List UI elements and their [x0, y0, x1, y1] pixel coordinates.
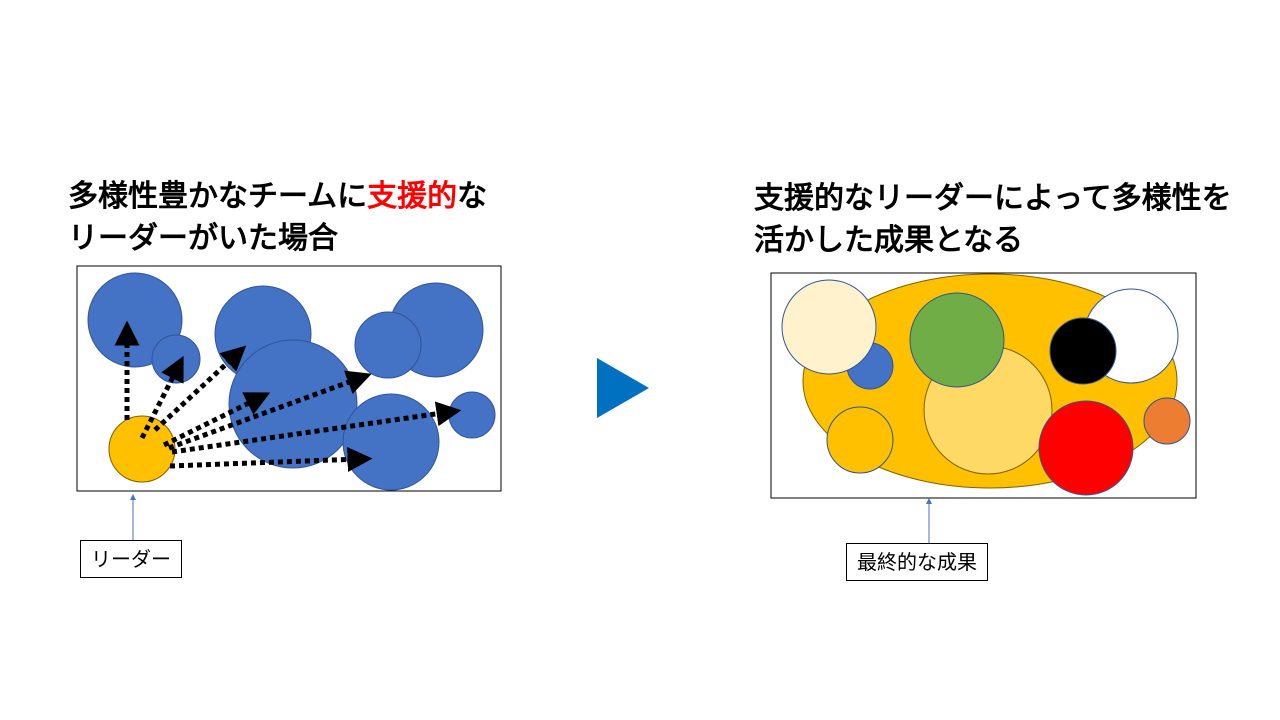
- right-title-line2: 活かした成果となる: [754, 223, 1024, 258]
- member-black-circle: [1049, 317, 1117, 385]
- leader-callout: リーダー: [80, 540, 182, 578]
- right-panel-title: 支援的なリーダーによって多様性を 活かした成果となる: [754, 178, 1232, 262]
- left-title-line1-pre: 多様性豊かなチームに: [68, 179, 368, 214]
- left-title-line2: リーダーがいた場合: [68, 221, 338, 256]
- left-title-emphasis: 支援的: [367, 179, 458, 214]
- play-triangle-icon: [597, 358, 649, 418]
- member-orange-circle: [1143, 397, 1191, 445]
- team-member-circle: [228, 339, 358, 469]
- team-member-circle: [342, 393, 440, 491]
- left-panel-title: 多様性豊かなチームに支援的な リーダーがいた場合: [68, 176, 487, 260]
- right-title-line1: 支援的なリーダーによって多様性を: [754, 181, 1232, 216]
- leader-circle: [108, 415, 176, 483]
- left-panel: [76, 265, 502, 540]
- result-callout: 最終的な成果: [846, 543, 988, 581]
- influence-arrow: [139, 355, 184, 440]
- member-gold-circle: [826, 406, 894, 474]
- influence-arrow: [169, 446, 373, 472]
- member-red-circle: [1038, 400, 1134, 496]
- team-member-circle: [354, 311, 422, 379]
- right-panel: [770, 272, 1197, 543]
- team-member-circle: [151, 334, 201, 384]
- left-title-line1-post: な: [457, 179, 488, 214]
- influence-arrow: [171, 401, 462, 455]
- member-green-circle: [909, 292, 1005, 388]
- team-member-circle: [448, 391, 496, 439]
- influence-arrow: [168, 370, 372, 451]
- influence-arrow: [153, 345, 247, 432]
- member-cream-circle: [781, 279, 877, 375]
